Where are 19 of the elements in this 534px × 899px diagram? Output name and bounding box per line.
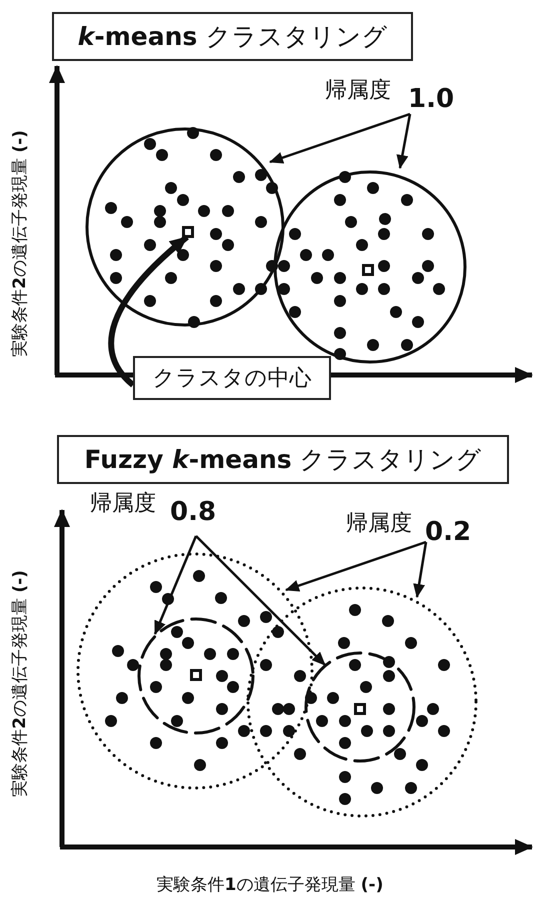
membership-value: 0.8 bbox=[170, 499, 216, 525]
axis-label: 実験条件2の遺伝子発現量 (-) bbox=[11, 130, 28, 356]
membership-label: 帰属度 bbox=[346, 513, 412, 535]
membership-value: 0.2 bbox=[425, 519, 472, 545]
arrow bbox=[108, 234, 189, 388]
title-box: k-means クラスタリング bbox=[52, 12, 413, 61]
axis-label: 実験条件1の遺伝子発現量 (-) bbox=[156, 876, 384, 894]
arrow bbox=[154, 536, 198, 635]
membership-label: 帰属度 bbox=[325, 80, 391, 102]
arrow bbox=[195, 535, 326, 666]
membership-label: 帰属度 bbox=[90, 493, 156, 515]
arrow bbox=[413, 542, 428, 598]
membership-value: 1.0 bbox=[408, 86, 454, 112]
arrow bbox=[285, 540, 426, 592]
arrow bbox=[396, 114, 412, 169]
title-box: Fuzzy k-means クラスタリング bbox=[57, 435, 509, 484]
callout-box: クラスタの中心 bbox=[133, 356, 331, 400]
axis-label: 実験条件2の遺伝子発現量 (-) bbox=[11, 570, 28, 796]
arrow bbox=[269, 112, 410, 164]
